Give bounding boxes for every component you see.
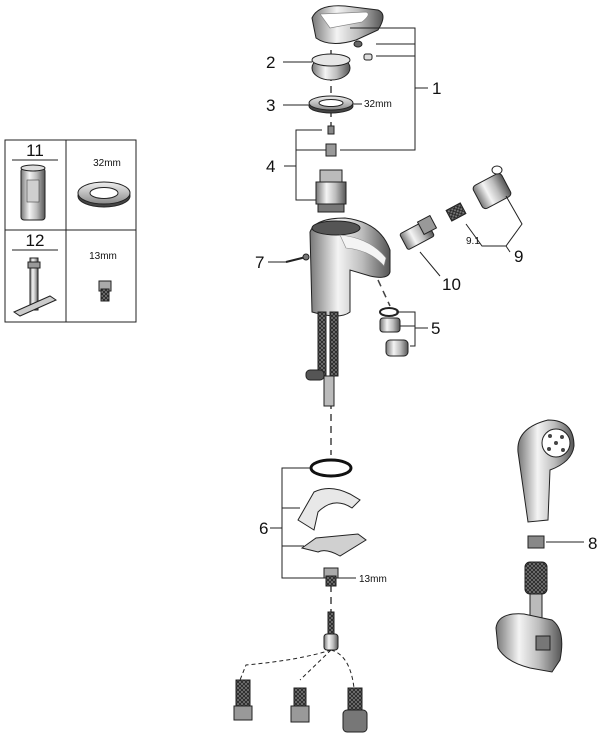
cartridge — [315, 169, 347, 213]
fixing-washer — [300, 533, 367, 557]
ring-spanner-icon — [77, 181, 131, 208]
cover-cap — [311, 53, 351, 81]
diverter-knob — [472, 165, 512, 210]
mounting-set — [297, 458, 367, 651]
callout-2: 2 — [266, 53, 275, 72]
spanner-13-label: 13mm — [89, 251, 117, 262]
mounting-plate — [297, 488, 361, 531]
callout-8: 8 — [588, 534, 597, 553]
valve-connector-middle — [290, 687, 310, 723]
wall-holder — [495, 613, 563, 673]
fixing-nut — [323, 567, 339, 587]
socket-tool-icon — [20, 164, 46, 221]
retaining-ring — [308, 95, 354, 114]
diverter-spindle — [445, 202, 467, 222]
leader-lines — [268, 27, 584, 579]
hand-shower — [495, 419, 575, 673]
callout-labels: 1 2 3 4 5 6 7 8 9 9.1 10 32mm 13mm — [255, 53, 597, 585]
aerator-set — [377, 279, 409, 357]
spanner-32-label: 32mm — [93, 158, 121, 169]
diverter-cartridge — [399, 214, 438, 250]
callout-10: 10 — [442, 275, 461, 294]
tap-assembly — [285, 5, 391, 612]
tap-body — [309, 217, 391, 317]
valve-connector-left — [233, 679, 253, 721]
t-key-tool-icon — [12, 257, 58, 317]
supply-hoses — [305, 311, 339, 407]
cartridge-adapter — [325, 125, 337, 157]
small-nut-tool-icon — [98, 280, 112, 302]
callout-3: 3 — [266, 96, 275, 115]
callout-5: 5 — [431, 319, 440, 338]
shower-connector-parts — [399, 165, 512, 250]
nut-13mm-label: 13mm — [359, 574, 387, 585]
callout-6: 6 — [259, 519, 268, 538]
callout-1: 1 — [432, 79, 441, 98]
shower-nut — [527, 535, 545, 549]
callout-9-1: 9.1 — [466, 236, 480, 247]
tool-12-label: 12 — [26, 231, 45, 250]
tools-panel: 11 12 32mm 13mm — [4, 139, 137, 323]
pop-up-lift-rod — [285, 253, 310, 263]
tool-11-label: 11 — [26, 141, 44, 160]
valve-connections — [233, 649, 368, 733]
lever-handle — [311, 5, 384, 61]
callout-7: 7 — [255, 253, 264, 272]
ring-32mm-label: 32mm — [364, 99, 392, 110]
callout-4: 4 — [266, 157, 275, 176]
spray-head — [517, 419, 575, 523]
valve-connector-right — [342, 687, 368, 733]
callout-9: 9 — [514, 247, 523, 266]
